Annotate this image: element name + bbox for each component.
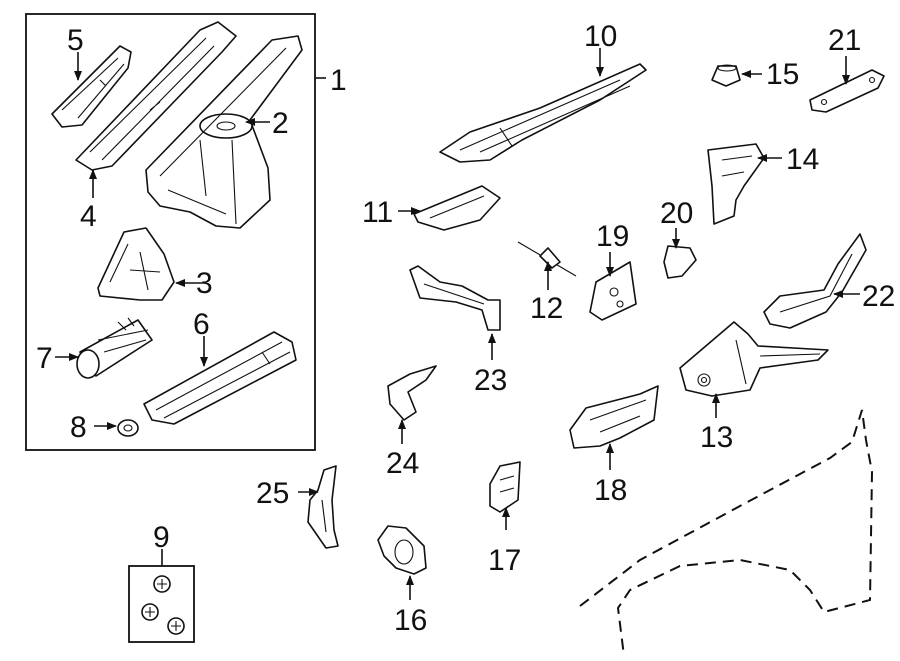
part-22-arch[interactable]	[763, 233, 867, 329]
part-18-shield[interactable]	[569, 385, 659, 449]
part-25-reinforcement[interactable]	[307, 465, 339, 549]
fender-outline	[579, 409, 874, 657]
callout-15: 15	[766, 58, 799, 91]
part-23-bracket[interactable]	[409, 265, 501, 331]
callout-22: 22	[862, 280, 895, 313]
callout-13: 13	[700, 421, 733, 454]
callout-21: 21	[828, 24, 861, 57]
callout-23: 23	[474, 364, 507, 397]
callout-14: 14	[786, 143, 819, 176]
callout-19: 19	[596, 220, 629, 253]
callout-24: 24	[386, 447, 419, 480]
callout-9: 9	[153, 521, 170, 554]
callout-12: 12	[530, 292, 563, 325]
part-15-bumper[interactable]	[711, 64, 741, 87]
callout-1: 1	[330, 64, 347, 97]
callout-20: 20	[660, 197, 693, 230]
part-13-apron[interactable]	[679, 321, 829, 397]
assembly-frame	[25, 13, 316, 451]
part-20-bracket[interactable]	[663, 245, 697, 279]
callout-4: 4	[80, 200, 97, 233]
callout-3: 3	[196, 267, 213, 300]
part-24-bracket[interactable]	[387, 365, 437, 421]
part-8-grommet[interactable]	[117, 419, 139, 437]
callout-16: 16	[394, 604, 427, 637]
part-7-tube[interactable]	[76, 317, 153, 379]
part-10-rail[interactable]	[439, 63, 647, 163]
part-14-bracket[interactable]	[707, 143, 765, 225]
callout-7: 7	[36, 342, 53, 375]
part-2-strut-tower[interactable]	[145, 35, 303, 229]
part-5-bracket[interactable]	[51, 45, 132, 128]
part-12-clip[interactable]	[517, 241, 577, 277]
callout-5: 5	[67, 24, 84, 57]
callout-18: 18	[594, 474, 627, 507]
part-6-member[interactable]	[143, 331, 297, 425]
part-17-clip[interactable]	[489, 461, 521, 513]
callout-6: 6	[193, 308, 210, 341]
part-19-plate[interactable]	[589, 261, 637, 321]
part-3-panel[interactable]	[97, 227, 175, 301]
part-11-bracket[interactable]	[413, 185, 501, 231]
callout-10: 10	[584, 20, 617, 53]
callout-25: 25	[256, 477, 289, 510]
part-9-plugs	[141, 575, 185, 635]
callout-8: 8	[70, 411, 87, 444]
callout-11: 11	[362, 196, 393, 229]
part-16-cover[interactable]	[377, 525, 427, 575]
part-21-bracket[interactable]	[809, 69, 885, 113]
callout-2: 2	[272, 107, 289, 140]
callout-17: 17	[488, 544, 521, 577]
